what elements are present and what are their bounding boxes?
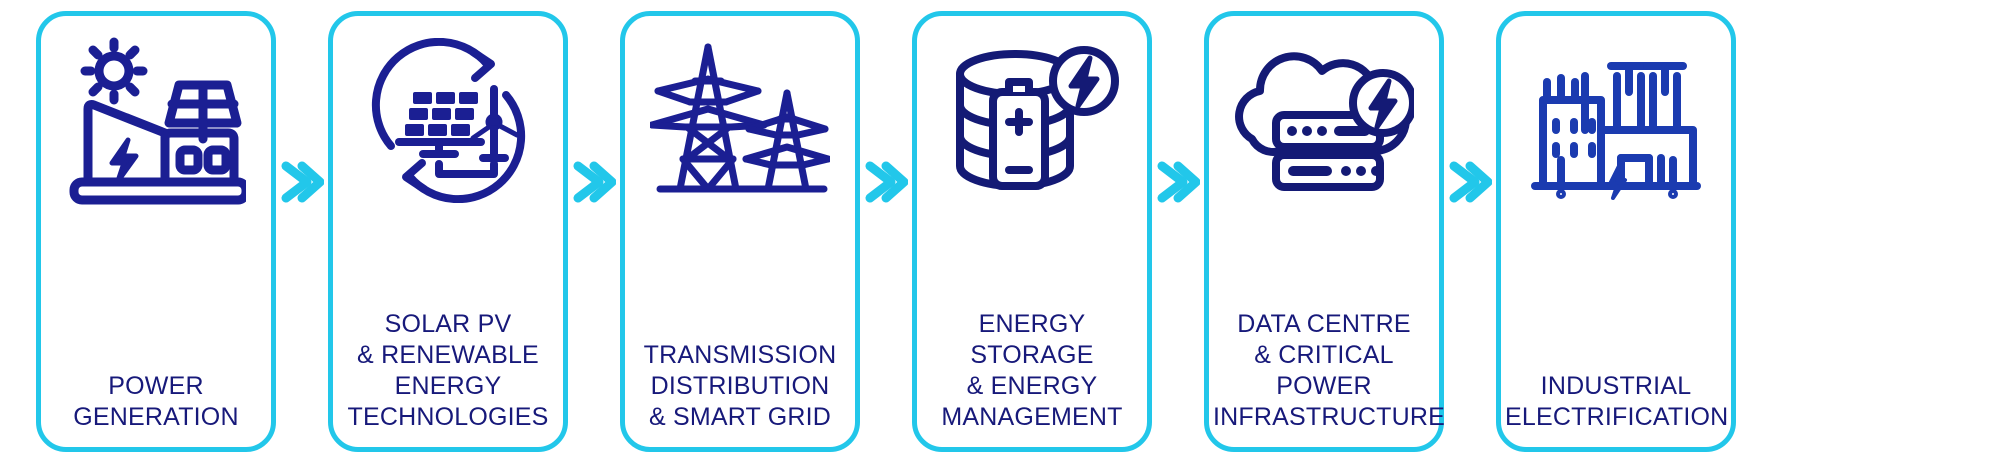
step-card-transmission-grid[interactable]: TRANSMISSION DISTRIBUTION & SMART GRID [620, 11, 860, 452]
step-label-industrial-electrification: INDUSTRIAL ELECTRIFICATION [1505, 372, 1729, 431]
step-card-industrial-electrification[interactable]: INDUSTRIAL ELECTRIFICATION [1496, 11, 1736, 452]
step-label-solar-renewable: SOLAR PV & RENEWABLE ENERGY TECHNOLOGIES [347, 310, 549, 431]
arrow-5-6 [1444, 0, 1496, 463]
step-label-data-centre: DATA CENTRE & CRITICAL POWER INFRASTRUCT… [1213, 310, 1445, 431]
arrow-4-5 [1152, 0, 1204, 463]
transmission-grid-icon [650, 30, 830, 210]
step-card-solar-renewable[interactable]: SOLAR PV & RENEWABLE ENERGY TECHNOLOGIES [328, 11, 568, 452]
energy-storage-icon [945, 30, 1120, 210]
power-generation-icon [66, 30, 246, 210]
arrow-2-3 [568, 0, 620, 463]
industrial-electrification-icon [1525, 30, 1707, 210]
left-spacer [0, 0, 36, 463]
arrow-1-2 [276, 0, 328, 463]
arrow-3-4 [860, 0, 912, 463]
step-label-energy-storage: ENERGY STORAGE & ENERGY MANAGEMENT [941, 310, 1123, 431]
step-card-energy-storage[interactable]: ENERGY STORAGE & ENERGY MANAGEMENT [912, 11, 1152, 452]
step-card-power-generation[interactable]: POWER GENERATION [36, 11, 276, 452]
step-label-power-generation: POWER GENERATION [73, 372, 239, 431]
right-spacer [1736, 0, 1772, 463]
data-centre-icon [1234, 30, 1414, 210]
step-card-data-centre[interactable]: DATA CENTRE & CRITICAL POWER INFRASTRUCT… [1204, 11, 1445, 452]
solar-renewable-icon [361, 30, 536, 210]
step-label-transmission-grid: TRANSMISSION DISTRIBUTION & SMART GRID [643, 341, 837, 431]
